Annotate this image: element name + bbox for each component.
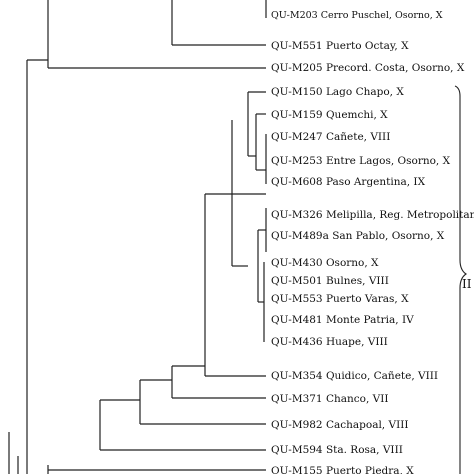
- tree-branches: [8, 0, 267, 474]
- tip-label: QU-M159 Quemchi, X: [271, 109, 388, 121]
- tip-label: QU-M594 Sta. Rosa, VIII: [271, 444, 403, 456]
- tip-label: QU-M430 Osorno, X: [271, 257, 379, 269]
- tip-label: QU-M982 Cachapoal, VIII: [271, 419, 409, 431]
- tip-label: QU-M150 Lago Chapo, X: [271, 86, 404, 98]
- tip-label: QU-M489a San Pablo, Osorno, X: [271, 230, 445, 242]
- clade-bracket: [454, 85, 467, 474]
- tip-label: QU-M203 Cerro Puschel, Osorno, X: [271, 10, 443, 21]
- tip-label: QU-M551 Puerto Octay, X: [271, 40, 409, 52]
- tip-labels: QU-M203 Cerro Puschel, Osorno, X QU-M551…: [271, 10, 474, 474]
- tip-label: QU-M608 Paso Argentina, IX: [271, 176, 426, 188]
- tip-label: QU-M354 Quidico, Cañete, VIII: [271, 370, 438, 382]
- tip-label: QU-M247 Cañete, VIII: [271, 131, 390, 143]
- tip-label: QU-M481 Monte Patria, IV: [271, 314, 414, 326]
- clade-label: II: [462, 277, 472, 291]
- tip-label: QU-M205 Precord. Costa, Osorno, X: [271, 62, 465, 74]
- tip-label: QU-M155 Puerto Piedra, X: [271, 465, 414, 474]
- tip-label: QU-M326 Melipilla, Reg. Metropolitana: [271, 209, 474, 221]
- tip-label: QU-M253 Entre Lagos, Osorno, X: [271, 155, 451, 167]
- tip-label: QU-M553 Puerto Varas, X: [271, 293, 409, 305]
- tip-label: QU-M371 Chanco, VII: [271, 393, 389, 405]
- tip-label: QU-M436 Huape, VIII: [271, 336, 388, 348]
- tip-label: QU-M501 Bulnes, VIII: [271, 275, 389, 287]
